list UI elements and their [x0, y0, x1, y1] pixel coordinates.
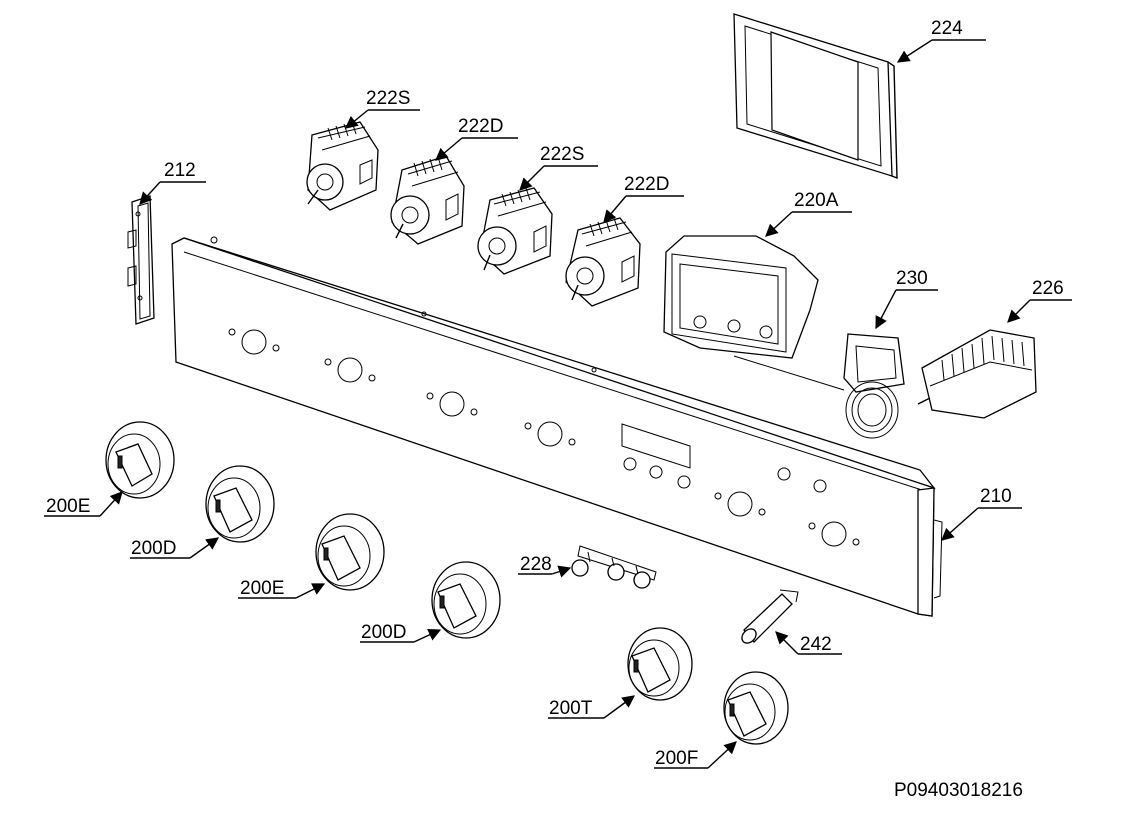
part-222S-switch-a — [306, 121, 379, 211]
callout-212: 212 — [164, 160, 196, 181]
part-222D-switch-a — [390, 155, 465, 245]
part-200E-knob-b — [315, 513, 385, 591]
part-200E-knob-a — [105, 421, 175, 499]
arrow-224 — [896, 39, 933, 63]
callout-222D-b: 222D — [624, 174, 669, 195]
arrow-222S-a — [345, 109, 369, 129]
arrow-222D-a — [435, 137, 463, 161]
callout-210: 210 — [980, 486, 1012, 507]
arrow-212 — [139, 181, 161, 205]
arrow-200D-b — [413, 629, 442, 643]
part-224-display-glass — [733, 13, 898, 180]
arrow-220A — [765, 211, 793, 237]
part-200D-knob-a — [205, 465, 275, 543]
part-242-indicator-lamp — [741, 589, 799, 644]
arrow-200D-a — [189, 537, 220, 559]
callout-200E-a: 200E — [46, 496, 90, 517]
callout-200D-b: 200D — [361, 622, 406, 643]
callout-200T: 200T — [549, 698, 593, 719]
arrow-222D-b — [603, 195, 627, 223]
callout-222S-a: 222S — [366, 88, 410, 109]
part-230-thermostat — [843, 333, 905, 439]
arrow-210 — [941, 507, 979, 541]
callout-226: 226 — [1032, 278, 1064, 299]
arrow-242 — [775, 631, 799, 655]
part-200F-knob — [723, 671, 789, 745]
arrow-226 — [1007, 299, 1031, 323]
part-212-bracket — [127, 195, 155, 325]
callout-242: 242 — [800, 634, 832, 655]
part-222S-switch-b — [477, 187, 553, 275]
arrow-228 — [551, 565, 572, 578]
callout-222D-a: 222D — [458, 116, 503, 137]
callout-222S-b: 222S — [540, 144, 584, 165]
arrow-200E-a — [99, 491, 123, 517]
part-220A-display-module — [663, 235, 845, 391]
part-228-push-buttons — [571, 545, 657, 589]
arrow-200E-b — [295, 583, 326, 599]
arrow-200F — [707, 741, 737, 769]
callout-228: 228 — [520, 554, 552, 575]
callout-200F: 200F — [655, 748, 698, 769]
callout-200D-a: 200D — [131, 538, 176, 559]
part-200T-knob — [627, 627, 693, 701]
part-222D-switch-b — [565, 217, 641, 307]
part-226-selector-switch — [917, 329, 1037, 419]
arrow-230 — [875, 289, 897, 330]
part-210-control-panel — [171, 236, 943, 617]
callout-200E-b: 200E — [240, 578, 284, 599]
callout-220A: 220A — [794, 190, 839, 211]
callout-230: 230 — [896, 268, 928, 289]
arrow-222S-b — [519, 165, 545, 191]
arrow-200T — [603, 695, 636, 719]
callout-224: 224 — [931, 18, 963, 39]
reference-code: P09403018216 — [894, 780, 1023, 801]
part-200D-knob-b — [431, 561, 501, 639]
